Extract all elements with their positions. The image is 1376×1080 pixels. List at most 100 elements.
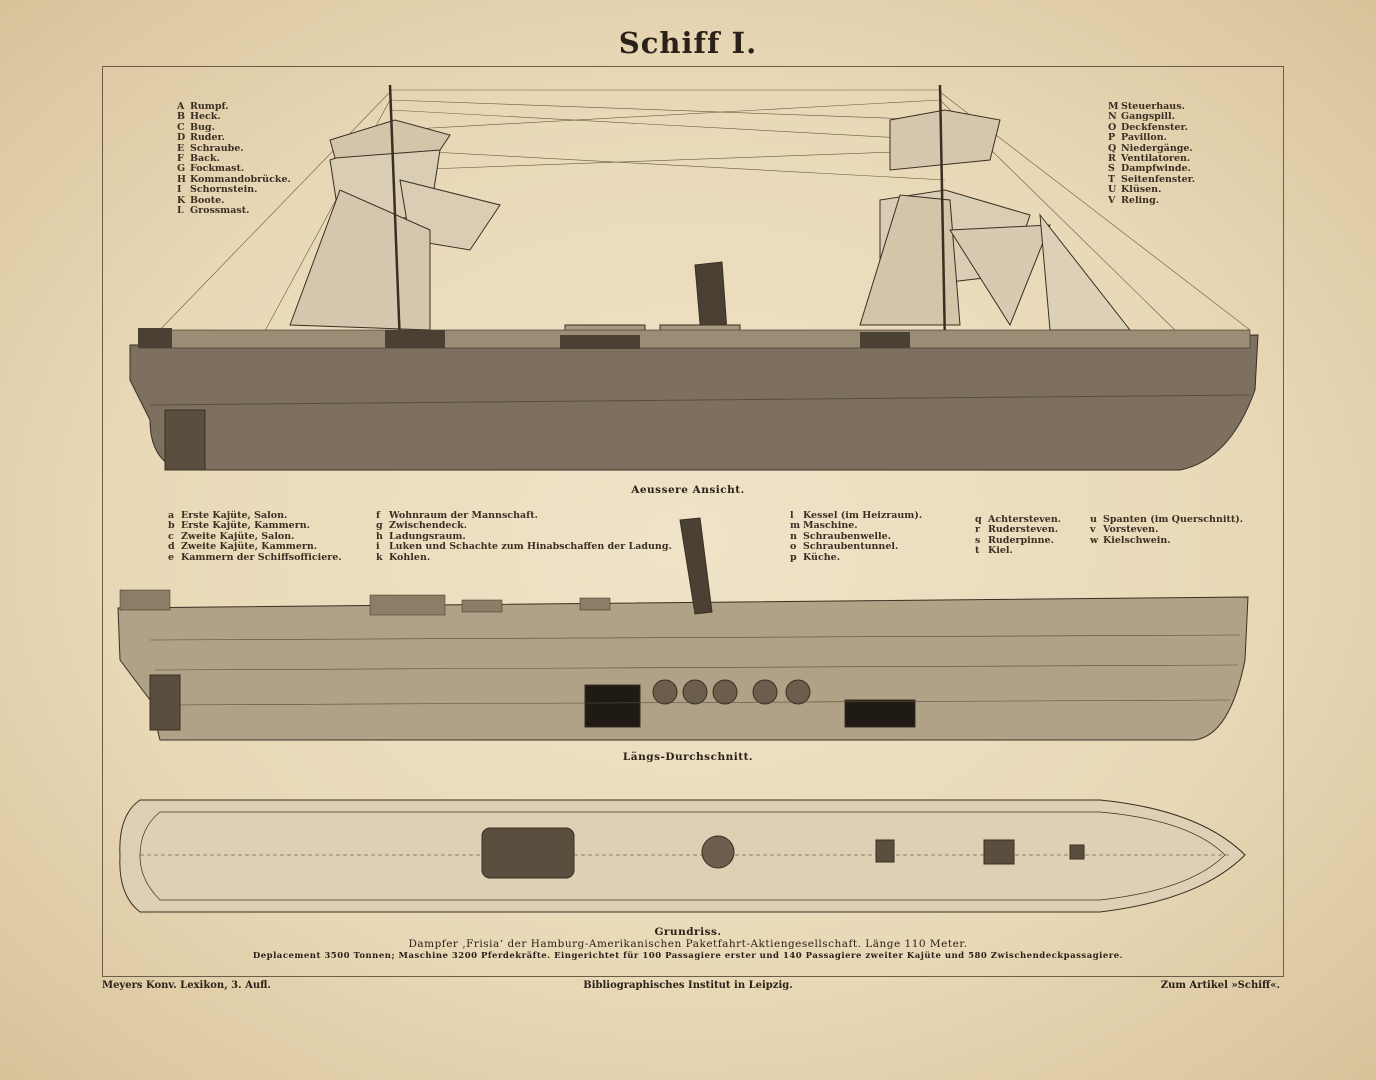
legend-item: T Seitenfenster. bbox=[1108, 173, 1196, 185]
legend-label: Kessel (im Heizraum). bbox=[803, 510, 923, 521]
legend-item: f Wohnraum der Mannschaft. bbox=[376, 510, 672, 521]
legend-label: Schraube. bbox=[190, 142, 244, 154]
legend-key: f bbox=[376, 510, 381, 521]
legend-label: Vorsteven. bbox=[1103, 524, 1159, 536]
legend-key: p bbox=[790, 551, 797, 563]
legend-key: T bbox=[1108, 173, 1116, 185]
exterior-view-drawing bbox=[129, 84, 1259, 471]
legend-key: q bbox=[975, 514, 982, 525]
legend-key: R bbox=[1108, 153, 1116, 165]
legend-key: K bbox=[177, 194, 186, 206]
plan-view-drawing bbox=[119, 799, 1246, 913]
legend-label: Kiel. bbox=[988, 545, 1013, 557]
legend-key: d bbox=[168, 541, 175, 553]
legend-label: Steuerhaus. bbox=[1121, 101, 1185, 112]
legend-label: Kammern der Schiffsofficiere. bbox=[181, 551, 342, 563]
legend-label: Schraubentunnel. bbox=[803, 541, 899, 553]
legend-label: Zweite Kajüte, Salon. bbox=[181, 530, 295, 542]
legend-item: g Zwischendeck. bbox=[376, 520, 672, 532]
legend-key: h bbox=[376, 530, 383, 542]
legend-label: Kielschwein. bbox=[1103, 534, 1171, 546]
legend-key: Q bbox=[1108, 142, 1117, 154]
legend-key: e bbox=[168, 551, 175, 563]
footer-left: Meyers Konv. Lexikon, 3. Aufl. bbox=[102, 980, 271, 991]
legend-label: Schornstein. bbox=[190, 184, 258, 196]
legend-label: Back. bbox=[190, 153, 220, 165]
legend-key: A bbox=[177, 101, 185, 112]
legend-label: Maschine. bbox=[803, 520, 858, 532]
legend-key: n bbox=[790, 530, 797, 542]
legend-key: m bbox=[790, 520, 801, 532]
legend-label: Zwischendeck. bbox=[389, 520, 468, 532]
legend-key: k bbox=[376, 551, 383, 563]
legend-key: i bbox=[376, 541, 380, 553]
legend-label: Wohnraum der Mannschaft. bbox=[389, 510, 538, 521]
legend-key: l bbox=[790, 510, 794, 521]
legend-key: C bbox=[177, 121, 185, 133]
legend-item: w Kielschwein. bbox=[1090, 534, 1243, 546]
legend-label: Erste Kajüte, Kammern. bbox=[181, 520, 310, 532]
legend-label: Deckfenster. bbox=[1121, 121, 1188, 133]
legend-label: Kommandobrücke. bbox=[190, 173, 291, 185]
legend-key: B bbox=[177, 111, 186, 123]
legend-item: E Schraube. bbox=[177, 142, 291, 154]
legend-label: Schraubenwelle. bbox=[803, 530, 892, 542]
legend-key: w bbox=[1090, 534, 1099, 546]
legend-key: a bbox=[168, 510, 175, 521]
legend-key: g bbox=[376, 520, 383, 532]
legend-key: M bbox=[1108, 101, 1119, 112]
legend-label: Rudersteven. bbox=[988, 524, 1059, 536]
legend-key: G bbox=[177, 163, 186, 175]
legend-label: Ruder. bbox=[190, 132, 225, 144]
legend-item: A Rumpf. bbox=[177, 101, 291, 112]
section-view-drawing bbox=[117, 517, 1249, 741]
legend-label: Rumpf. bbox=[190, 101, 229, 112]
legend-label: Seitenfenster. bbox=[1121, 173, 1196, 185]
legend-key: U bbox=[1108, 184, 1117, 196]
legend-item: e Kammern der Schiffsofficiere. bbox=[168, 551, 342, 563]
footer-center: Bibliographisches Institut in Leipzig. bbox=[583, 980, 793, 991]
legend-item: n Schraubenwelle. bbox=[790, 530, 922, 542]
legend-label: Heck. bbox=[190, 111, 221, 123]
plate-title: Schiff I. bbox=[618, 26, 758, 60]
legend-key: F bbox=[177, 153, 184, 165]
legend-key: u bbox=[1090, 514, 1097, 525]
caption-exterior: Aeussere Ansicht. bbox=[631, 484, 745, 496]
legend-key: S bbox=[1108, 163, 1115, 175]
legend-key: N bbox=[1108, 111, 1117, 123]
legend-key: E bbox=[177, 142, 185, 154]
legend-key: s bbox=[975, 534, 981, 546]
legend-item: l Kessel (im Heizraum). bbox=[790, 510, 923, 521]
legend-key: H bbox=[177, 173, 186, 185]
legend-item: B Heck. bbox=[177, 111, 291, 123]
plate-frame bbox=[102, 66, 1284, 977]
